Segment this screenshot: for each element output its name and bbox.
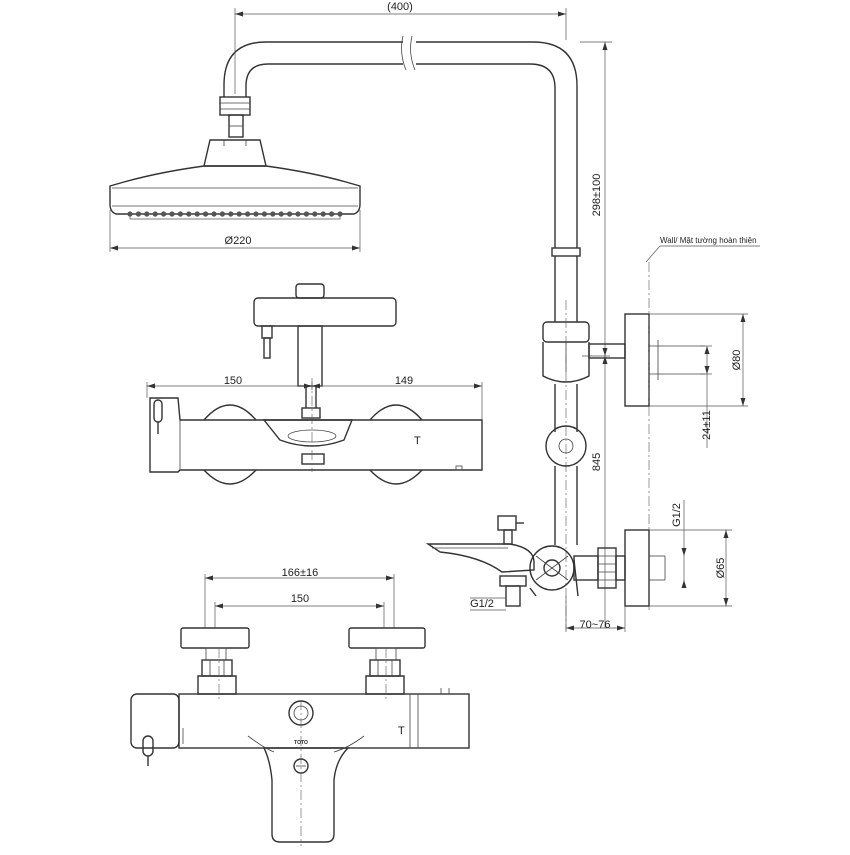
wall-bracket-side [542,300,705,630]
nozzle [144,211,150,217]
nozzle [261,211,267,217]
mixer-front-body [149,378,483,485]
nozzle [236,211,242,217]
mixer-side-view [425,515,666,607]
nozzle [203,211,209,217]
label-thread-bottom: G1/2 [470,598,494,610]
nozzle [295,211,301,217]
slide-bar-holder [545,425,587,545]
nozzle [245,211,251,217]
nozzle [186,211,192,217]
label-mixer-height: 845 [591,453,603,471]
nozzle [253,211,259,217]
nozzle [135,211,141,217]
nozzle [278,211,284,217]
label-head-diameter: Ø220 [225,235,252,247]
label-pipe-width: (400) [387,1,413,13]
nozzle [219,211,225,217]
dimension-pipe-width [234,8,567,94]
label-flange-diameter: Ø65 [715,558,727,579]
nozzle [161,211,167,217]
nozzle [152,211,158,217]
nozzle [320,211,326,217]
wall-note: Wall/ Mặt tường hoàn thiện [660,236,757,245]
mixer-top-view [130,627,470,846]
dimension-head-diameter [109,210,361,252]
dimension-connections [204,574,395,628]
dimension-front-spacing [146,382,483,420]
label-spacing-left: 150 [224,375,242,387]
nozzle [312,211,318,217]
nozzle [228,211,234,217]
nozzle [270,211,276,217]
spray-nozzles [127,211,343,217]
dimension-side-view [470,500,732,632]
label-spacing-right: 149 [395,375,413,387]
nozzle [177,211,183,217]
nozzle [194,211,200,217]
nozzle [287,211,293,217]
nozzle [303,211,309,217]
label-bracket-depth: 24±11 [701,410,713,440]
nozzle [211,211,217,217]
label-pipe-height: 298±100 [591,174,603,217]
brand-mark: TOTO [294,740,308,746]
diverter-assembly [253,283,397,419]
nozzle [337,211,343,217]
temp-mark-front: T [414,435,421,447]
label-thread-top: G1/2 [671,503,683,527]
label-wall-offset: 70~76 [580,619,611,631]
dimension-bracket [649,313,748,448]
nozzle [127,211,133,217]
temp-mark-bottom: T [398,725,405,737]
nozzle [329,211,335,217]
label-connection-range: 166±16 [282,567,319,579]
label-bracket-diameter: Ø80 [731,350,743,371]
shower-head [109,96,361,220]
nozzle [169,211,175,217]
shower-arm-pipe [223,35,581,322]
dimension-vertical-right [580,41,612,628]
label-connection-center: 150 [291,593,309,605]
